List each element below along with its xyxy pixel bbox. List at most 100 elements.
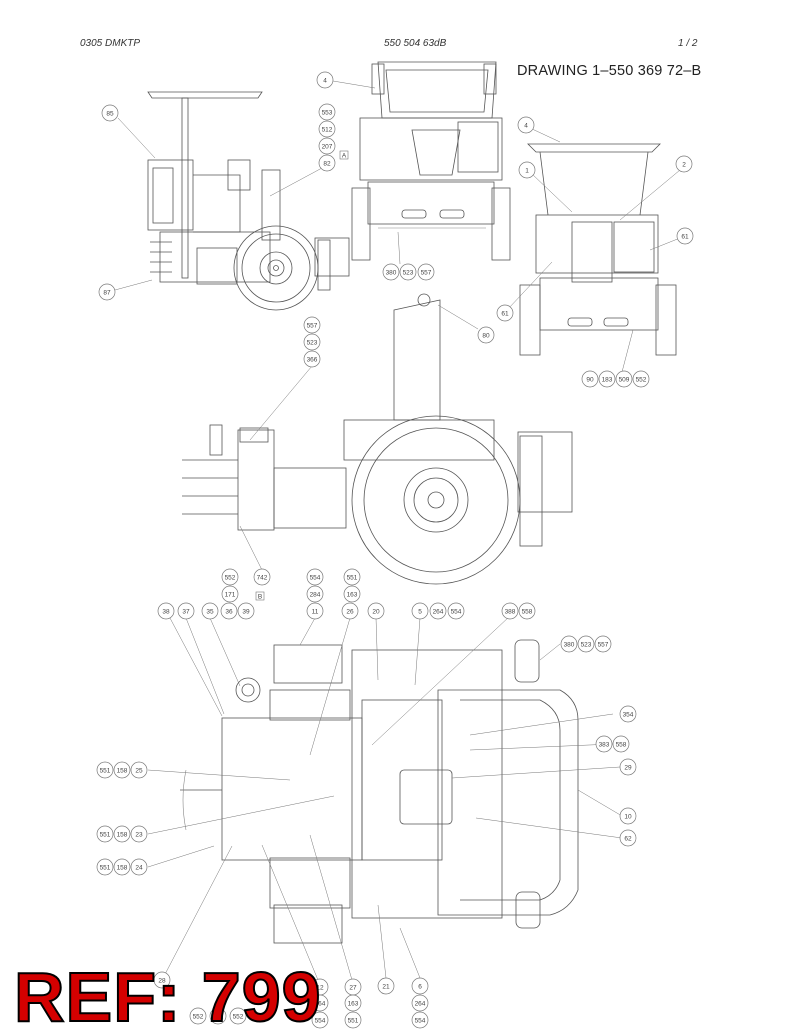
svg-text:23: 23 [135, 832, 143, 839]
svg-text:163: 163 [347, 592, 358, 599]
balloon-366: 366 [303, 350, 321, 368]
svg-text:554: 554 [310, 575, 321, 582]
svg-text:26: 26 [346, 609, 354, 616]
balloon-62: 62 [619, 829, 637, 847]
balloon-37: 37 [177, 602, 195, 620]
balloon-554d: 554 [411, 1011, 429, 1029]
svg-text:264: 264 [415, 1001, 426, 1008]
svg-text:509: 509 [619, 377, 630, 384]
balloon-383: 383 [595, 735, 613, 753]
balloon-4b: 4 [517, 116, 535, 134]
svg-text:87: 87 [103, 290, 111, 297]
balloon-380b: 380 [560, 635, 578, 653]
balloon-21: 21 [377, 977, 395, 995]
balloon-554b: 554 [447, 602, 465, 620]
svg-text:557: 557 [421, 270, 432, 277]
balloon-6: 6 [411, 977, 429, 995]
balloon-552c: 552 [189, 1007, 207, 1025]
balloon-523a: 523 [399, 263, 417, 281]
svg-text:36: 36 [225, 609, 233, 616]
balloon-554c: 554 [311, 1011, 329, 1029]
svg-text:264: 264 [315, 1001, 326, 1008]
svg-text:557: 557 [307, 323, 318, 330]
balloon-553: 553 [318, 103, 336, 121]
svg-text:2: 2 [682, 162, 686, 169]
balloon-25: 25 [130, 761, 148, 779]
balloon-171a: 171 [221, 585, 239, 603]
balloon-171b: 171 [209, 1007, 227, 1025]
svg-text:207: 207 [322, 144, 333, 151]
svg-text:366: 366 [307, 357, 318, 364]
balloon-158c: 158 [113, 858, 131, 876]
callout-balloons: 85 87 4 553 512 207 82 4 1 2 61 61 380 5… [96, 71, 694, 1029]
svg-text:558: 558 [522, 609, 533, 616]
svg-text:61: 61 [501, 311, 509, 318]
reference-stamp: REF: 799 [13, 958, 322, 1036]
svg-text:558: 558 [616, 742, 627, 749]
balloon-163a: 163 [343, 585, 361, 603]
svg-text:27: 27 [349, 985, 357, 992]
svg-text:552: 552 [193, 1014, 204, 1021]
svg-text:158: 158 [117, 832, 128, 839]
balloon-380a: 380 [382, 263, 400, 281]
svg-text:523: 523 [307, 340, 318, 347]
svg-text:551: 551 [100, 865, 111, 872]
svg-text:61: 61 [681, 234, 689, 241]
balloon-183: 183 [598, 370, 616, 388]
balloon-20: 20 [367, 602, 385, 620]
svg-text:158: 158 [117, 865, 128, 872]
svg-text:551: 551 [348, 1018, 359, 1025]
svg-text:553: 553 [322, 110, 333, 117]
svg-text:171: 171 [213, 1014, 224, 1021]
balloon-4a: 4 [316, 71, 334, 89]
balloon-551b: 551 [96, 761, 114, 779]
svg-text:557: 557 [598, 642, 609, 649]
balloon-2: 2 [675, 155, 693, 173]
svg-text:552: 552 [225, 575, 236, 582]
part-number: 550 504 63dB [384, 38, 447, 49]
balloon-523b: 523 [303, 333, 321, 351]
svg-text:29: 29 [624, 765, 632, 772]
balloon-264c: 264 [411, 994, 429, 1012]
svg-text:25: 25 [135, 768, 143, 775]
balloon-523c: 523 [577, 635, 595, 653]
svg-text:21: 21 [382, 984, 390, 991]
balloon-551e: 551 [344, 1011, 362, 1029]
top-view [180, 639, 579, 944]
svg-text:554: 554 [415, 1018, 426, 1025]
balloon-36: 36 [220, 602, 238, 620]
svg-text:A: A [342, 153, 347, 160]
svg-text:512: 512 [322, 127, 333, 134]
balloon-552b: 552 [221, 568, 239, 586]
svg-text:85: 85 [106, 111, 114, 118]
balloon-90: 90 [581, 370, 599, 388]
svg-text:551: 551 [100, 832, 111, 839]
balloon-61b: 61 [496, 304, 514, 322]
balloon-284: 284 [306, 585, 324, 603]
balloon-10: 10 [619, 807, 637, 825]
svg-text:B: B [258, 594, 262, 601]
balloon-28: 28 [153, 971, 171, 989]
svg-text:11: 11 [312, 609, 319, 616]
balloon-80: 80 [477, 326, 495, 344]
balloon-558a: 558 [518, 602, 536, 620]
balloon-557c: 557 [594, 635, 612, 653]
balloon-207: 207 [318, 137, 336, 155]
side-view [147, 91, 350, 311]
svg-text:523: 523 [581, 642, 592, 649]
balloon-38: 38 [157, 602, 175, 620]
drawing-title: DRAWING 1–550 369 72–B [517, 63, 702, 79]
svg-text:6: 6 [418, 984, 422, 991]
balloon-551d: 551 [96, 858, 114, 876]
balloon-61a: 61 [676, 227, 694, 245]
svg-text:24: 24 [135, 865, 143, 872]
balloon-354: 354 [619, 705, 637, 723]
balloon-23: 23 [130, 825, 148, 843]
balloon-509: 509 [615, 370, 633, 388]
balloon-5: 5 [411, 602, 429, 620]
balloon-264a: 264 [429, 602, 447, 620]
balloon-82: 82 [318, 154, 336, 172]
balloon-388: 388 [501, 602, 519, 620]
svg-text:380: 380 [386, 270, 397, 277]
